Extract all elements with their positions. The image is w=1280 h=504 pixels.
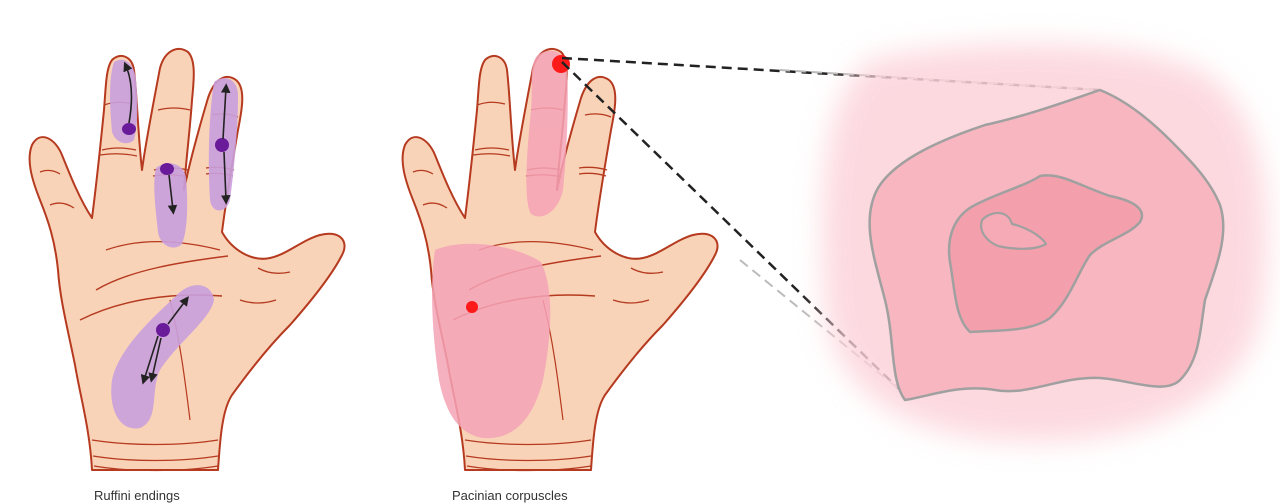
caption-pacinian-corpuscles: Pacinian corpuscles [452,488,568,504]
middle-hand [403,49,718,471]
left-hand [30,49,345,471]
caption-ruffini-endings: Ruffini endings [94,488,180,504]
pacinian-corpuscle-icon [823,44,1267,441]
hand-palm-icon [30,49,345,471]
